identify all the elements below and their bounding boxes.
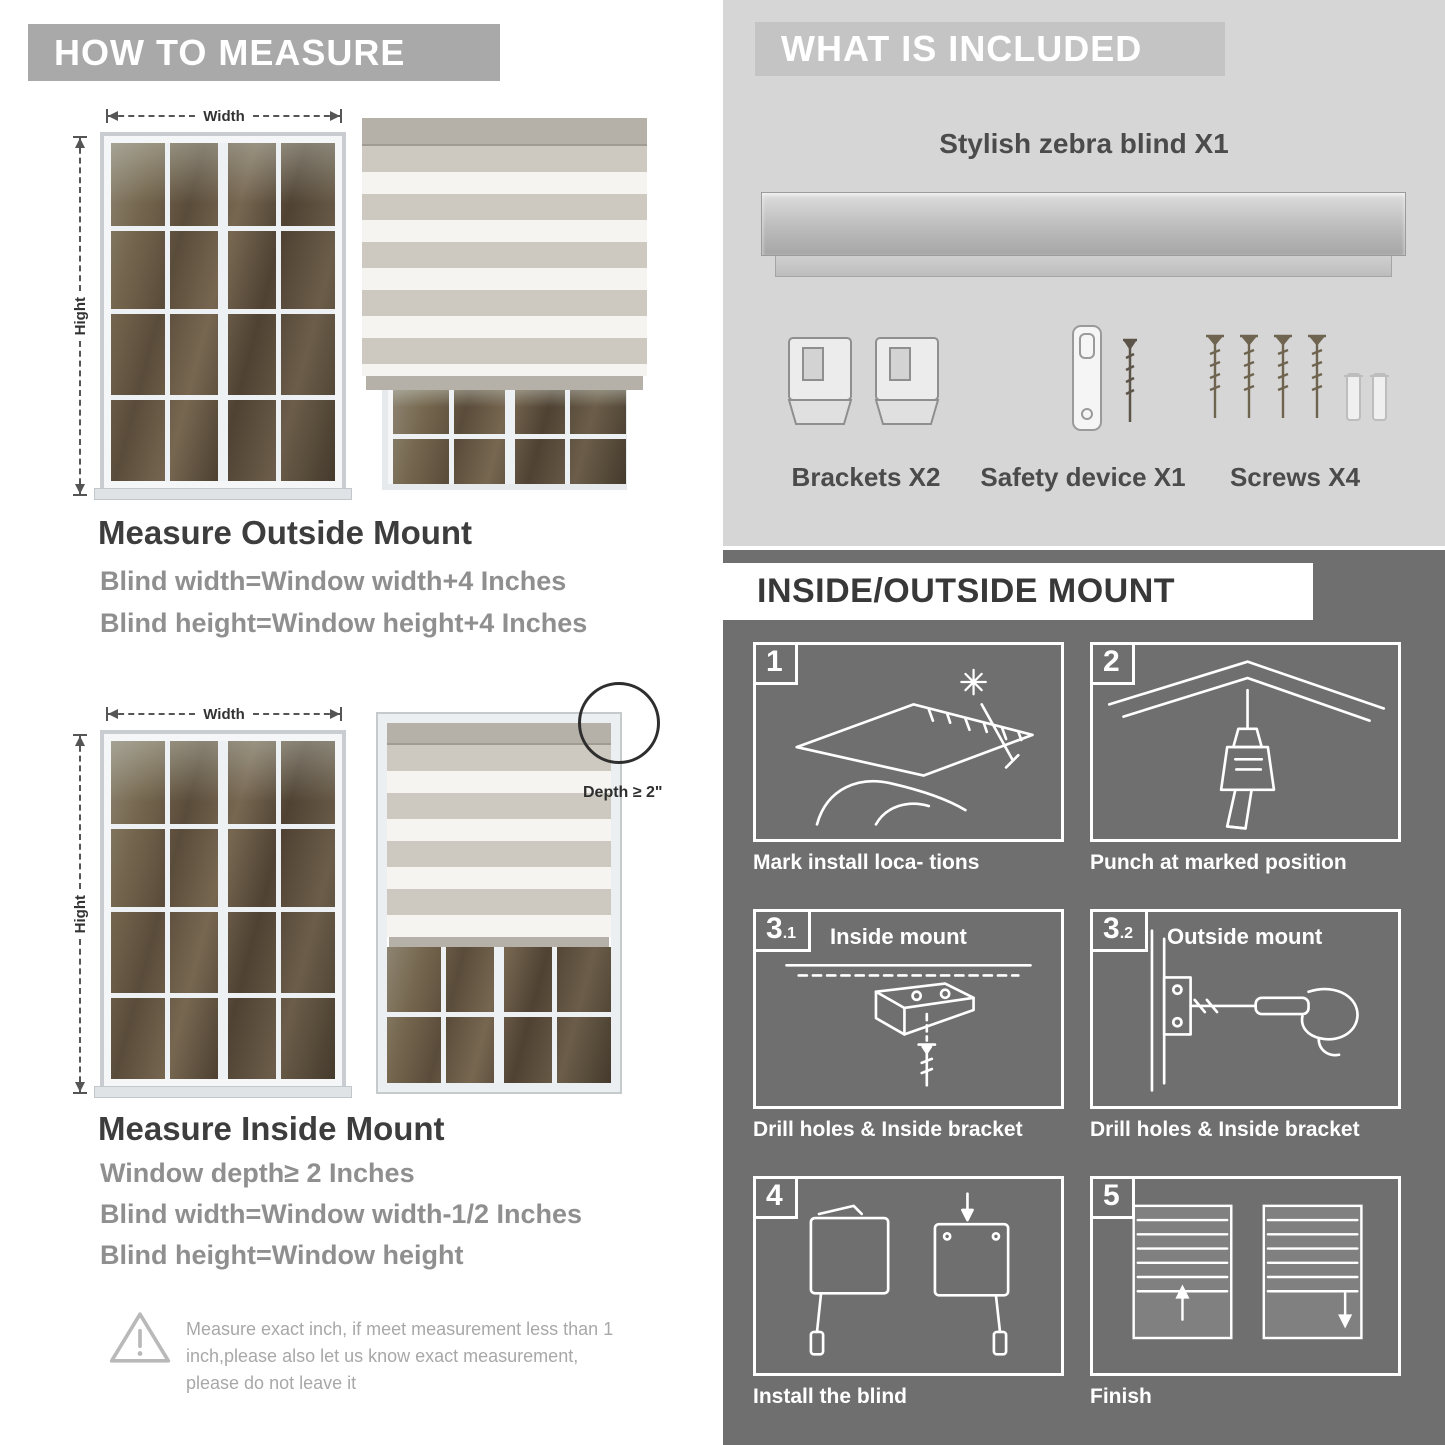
- inside-formula-width: Blind width=Window width-1/2 Inches: [100, 1199, 583, 1229]
- window-sill: [94, 488, 352, 500]
- step-5: 5 Finish: [1090, 1176, 1401, 1427]
- brackets-label: Brackets X2: [791, 462, 941, 492]
- what-is-included-section: WHAT IS INCLUDED Stylish zebra blind X1: [723, 0, 1445, 546]
- window-illustration: [94, 132, 352, 500]
- brackets-icon: [781, 328, 951, 448]
- step-caption: Finish: [1090, 1385, 1152, 1408]
- step-caption: Drill holes & Inside bracket: [753, 1118, 1023, 1141]
- depth-callout-circle: [578, 682, 660, 764]
- width-arrow: Width: [106, 705, 342, 723]
- height-arrow: Hight: [71, 734, 89, 1094]
- safety-device-label: Safety device X1: [980, 462, 1186, 492]
- install-blind-illustration: [809, 1192, 1010, 1356]
- height-label: Hight: [71, 894, 89, 934]
- step-title: Inside mount: [830, 924, 967, 949]
- outside-formula-width: Blind width=Window width+4 Inches: [100, 566, 567, 596]
- step-caption: Mark install loca- tions: [753, 851, 980, 874]
- product-title: Stylish zebra blind X1: [939, 128, 1229, 159]
- height-label: Hight: [71, 296, 89, 336]
- window-panes: [111, 143, 335, 481]
- inside-bracket-illustration: [785, 963, 1032, 1087]
- zebra-blind-product-image: [761, 192, 1406, 277]
- window-illustration: [94, 730, 352, 1098]
- right-section: WHAT IS INCLUDED Stylish zebra blind X1: [723, 0, 1445, 1445]
- step-caption: Install the blind: [753, 1385, 908, 1408]
- outside-formula-height: Blind height=Window height+4 Inches: [100, 608, 588, 638]
- how-to-measure-section: HOW TO MEASURE Width Hight: [0, 0, 723, 1445]
- screws-icon: [1201, 328, 1401, 446]
- step-3-2: 3.2 Outside mount Drill holes & Inside b…: [1090, 909, 1401, 1160]
- step-1: 1 Mark install loca- tions: [753, 642, 1064, 893]
- step-title: Outside mount: [1167, 924, 1323, 949]
- step-number: 3.1: [756, 912, 812, 952]
- mount-banner: INSIDE/OUTSIDE MOUNT: [723, 563, 1313, 620]
- step-number: 3.2: [1093, 912, 1149, 952]
- what-is-included-banner: WHAT IS INCLUDED: [755, 22, 1225, 76]
- height-arrow: Hight: [71, 136, 89, 496]
- safety-device-icon: [1043, 322, 1163, 450]
- width-label: Width: [203, 107, 245, 125]
- measure-warning: Measure exact inch, if meet measurement …: [108, 1308, 636, 1397]
- width-arrow: Width: [106, 107, 342, 125]
- warning-triangle-icon: [109, 1312, 171, 1363]
- step-number: 1: [756, 645, 798, 685]
- inside-formula-depth: Window depth≥ 2 Inches: [100, 1158, 415, 1188]
- width-label: Width: [203, 705, 245, 723]
- step-caption: Punch at marked position: [1090, 851, 1347, 874]
- step-2: 2 Punch at marked position: [1090, 642, 1401, 893]
- inside-mount-window-figure: Width Hight: [70, 698, 352, 1098]
- finish-illustration: [1132, 1204, 1363, 1340]
- drill-illustration: [1107, 660, 1386, 830]
- step-caption: Drill holes & Inside bracket: [1090, 1118, 1360, 1141]
- window-panes: [387, 947, 611, 1083]
- step-number: 2: [1093, 645, 1135, 685]
- inside-mount-blind-figure: [378, 714, 620, 1092]
- blind-headrail: [362, 118, 647, 146]
- outside-mount-heading: Measure Outside Mount: [98, 514, 473, 551]
- mount-instructions-section: INSIDE/OUTSIDE MOUNT: [723, 550, 1445, 1445]
- blind-bottom-rail: [366, 376, 643, 390]
- inside-mount-heading: Measure Inside Mount: [98, 1110, 445, 1147]
- step-4: 4 Install the blind: [753, 1176, 1064, 1427]
- depth-callout-label: Depth ≥ 2": [583, 784, 663, 801]
- how-to-measure-banner: HOW TO MEASURE: [28, 24, 500, 81]
- outside-mount-blind-figure: [362, 118, 647, 490]
- screws-label: Screws X4: [1229, 462, 1361, 492]
- warning-text: Measure exact inch, if meet measurement …: [186, 1319, 614, 1393]
- blind-inside-frame: [387, 723, 611, 947]
- zebra-stripes: [362, 146, 647, 376]
- outside-bracket-illustration: [1150, 929, 1359, 1092]
- mark-location-illustration: [795, 668, 1034, 826]
- step-number: 4: [756, 1179, 798, 1219]
- inside-formula-height: Blind height=Window height: [100, 1240, 464, 1270]
- outside-mount-window-figure: Width Hight: [70, 100, 352, 500]
- mount-steps-grid: 1 Mark install loca- tions: [753, 642, 1401, 1427]
- step-number: 5: [1093, 1179, 1135, 1219]
- step-3-1: 3.1 Inside mount Drill holes & Inside br…: [753, 909, 1064, 1160]
- window-below-blind: [381, 390, 628, 490]
